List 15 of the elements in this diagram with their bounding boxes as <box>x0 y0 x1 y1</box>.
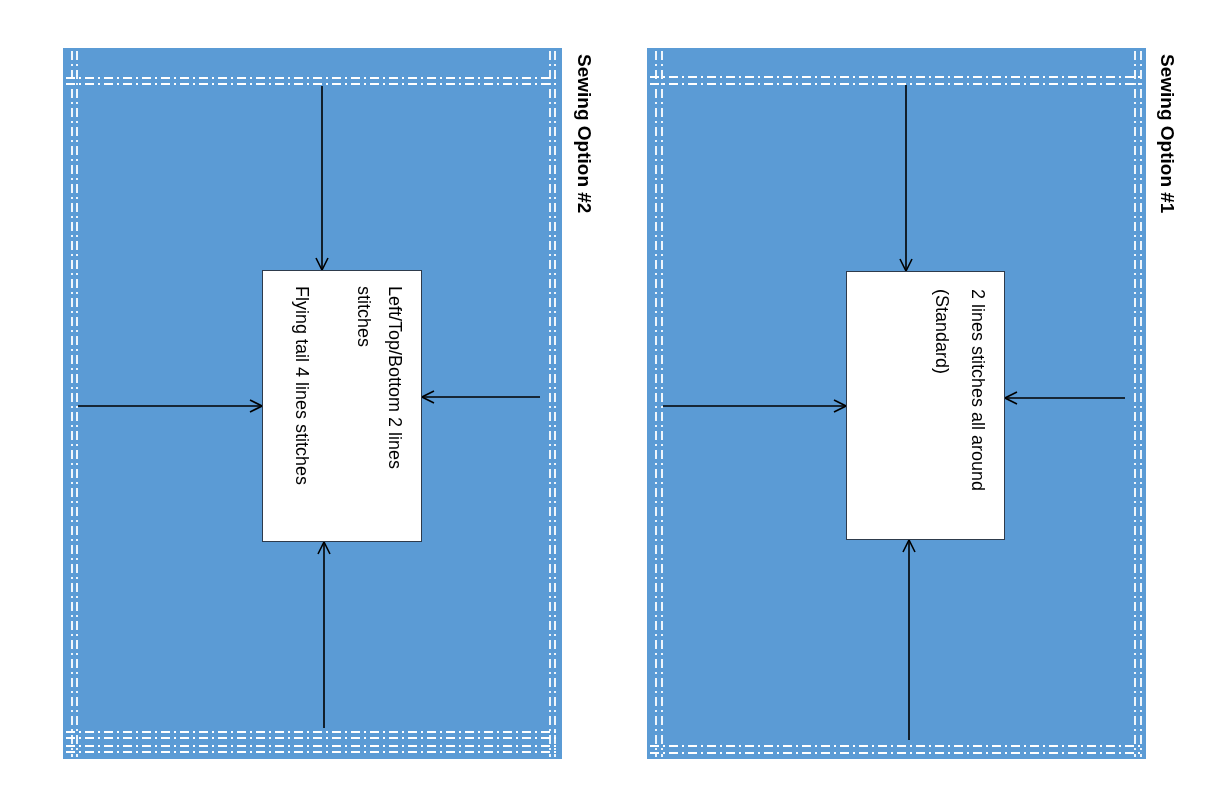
arrow <box>1004 391 1126 405</box>
box-text: Left/Top/Bottom 2 lines stitches <box>353 286 406 472</box>
arrow <box>662 399 847 413</box>
panel-title: Sewing Option #1 <box>1156 54 1179 214</box>
arrow <box>77 399 263 413</box>
text-box <box>846 271 1005 540</box>
arrow <box>899 84 913 272</box>
box-text: 2 lines stitches all around (Standard) <box>931 289 989 494</box>
arrow <box>317 541 331 729</box>
arrow <box>421 390 541 404</box>
panel-title: Sewing Option #2 <box>573 54 596 214</box>
arrow <box>315 85 329 271</box>
box-text: Flying tail 4 lines stitches <box>291 286 313 486</box>
arrow <box>902 539 916 741</box>
text-box <box>262 270 422 542</box>
